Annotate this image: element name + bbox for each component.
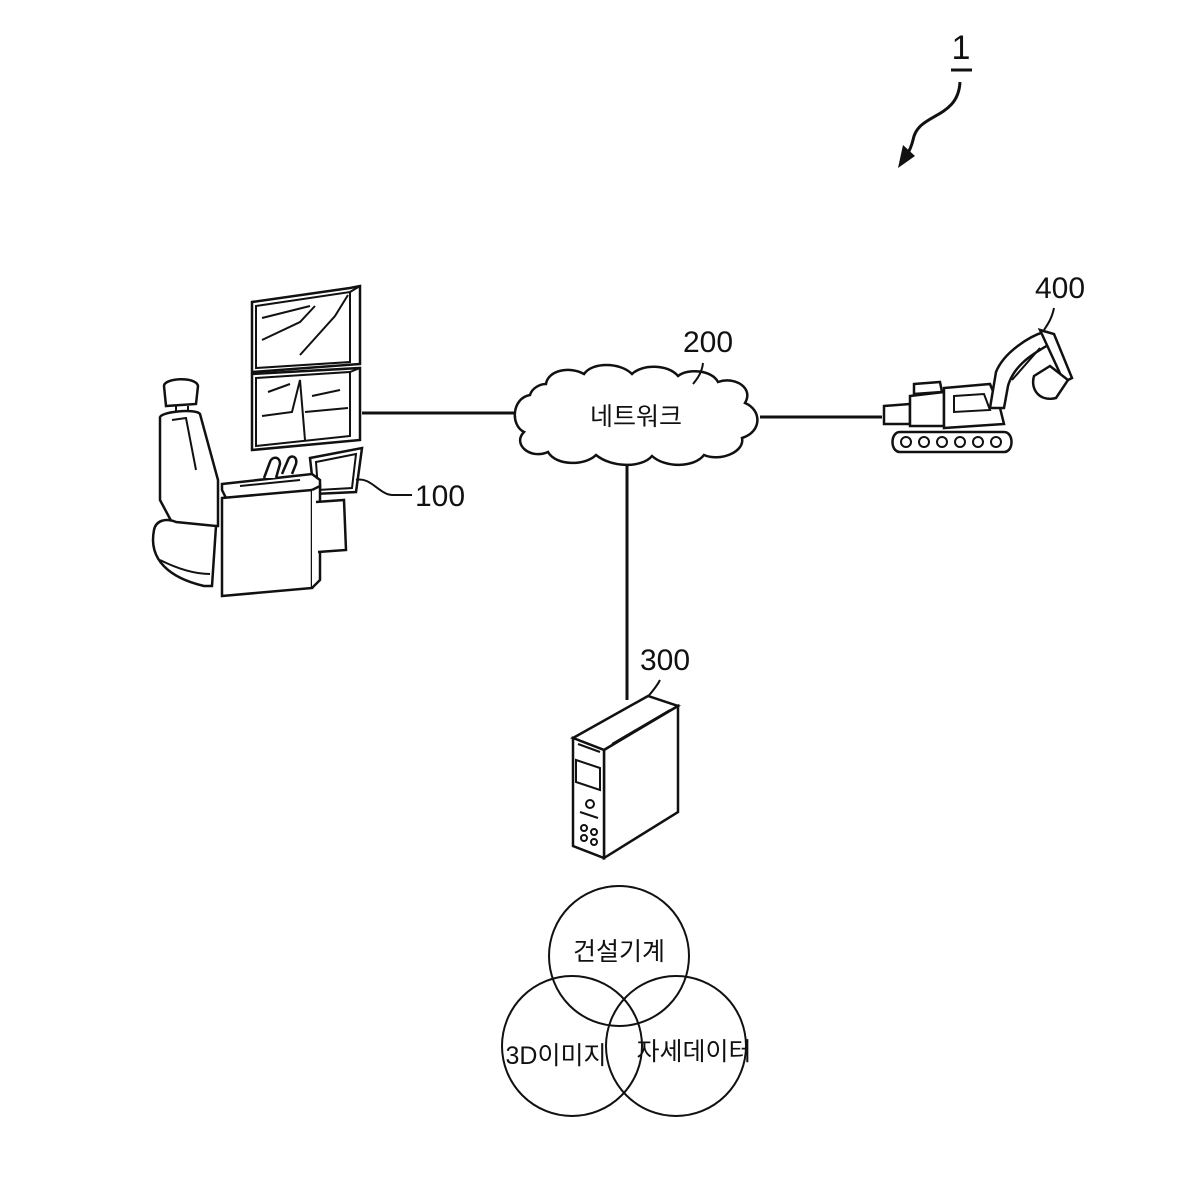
station-ref-number: 100 [415, 480, 465, 513]
network-node: 네트워크 200 [515, 326, 758, 465]
top-monitor-icon [252, 286, 360, 372]
system-ref-number: 1 [952, 29, 971, 67]
server-ref-number: 300 [640, 644, 690, 677]
system-reference: 1 [898, 29, 972, 168]
network-ref-number: 200 [683, 326, 733, 359]
venn-diagram: 건설기계 3D이미지 자세데이터 [502, 886, 752, 1116]
venn-label-3d-image: 3D이미지 [506, 1042, 607, 1070]
network-label: 네트워크 [590, 403, 682, 431]
excavator-node: 400 [884, 272, 1085, 452]
venn-label-posture-data: 자세데이터 [636, 1038, 751, 1066]
crawler-track-icon [893, 432, 1012, 452]
server-tower-icon [573, 696, 678, 858]
station-leader [356, 479, 412, 495]
venn-label-construction-machine: 건설기계 [573, 938, 665, 966]
arrow-head-icon [898, 145, 915, 168]
operator-seat-icon [153, 379, 218, 586]
server-node: 300 [573, 644, 690, 858]
upper-body-icon [884, 382, 1004, 428]
excavator-ref-number: 400 [1035, 272, 1085, 305]
system-ref-leader [901, 82, 960, 163]
middle-monitor-icon [252, 368, 360, 450]
boom-arm-bucket-icon [990, 330, 1072, 408]
station-node: 100 [153, 286, 465, 596]
excavator-leader [1044, 308, 1054, 330]
